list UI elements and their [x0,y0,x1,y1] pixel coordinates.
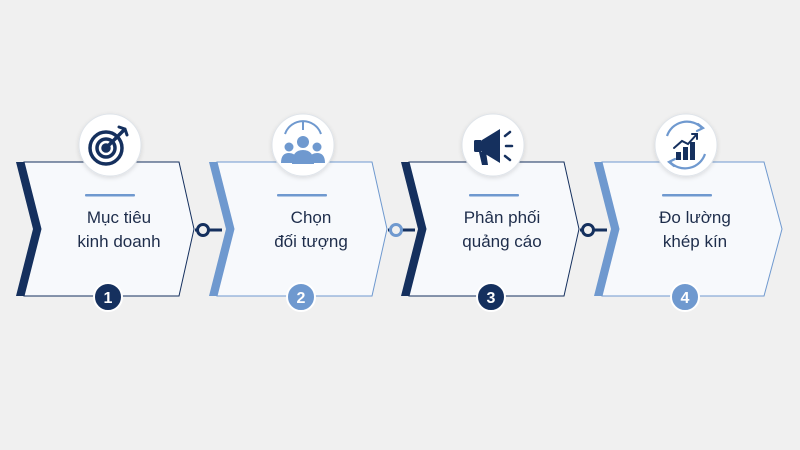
step-1-divider [85,194,135,197]
step-4-label-line-2: khép kín [662,232,728,251]
target-icon [88,125,129,166]
step-2: 2 [209,113,388,312]
step-4-number: 4 [681,290,690,307]
step-3-label: Phân phối quảng cáo [427,206,577,254]
step-1-label-line-2: kinh doanh [77,232,161,251]
connector-2-3 [388,223,415,237]
step-3: 3 [401,113,580,312]
megaphone-icon [474,129,514,165]
step-2-label-line-1: Chọn [290,208,332,227]
step-2-label-line-2: đối tượng [274,232,348,251]
step-2-number-badge: 2 [286,282,316,312]
step-3-divider [469,194,519,197]
audience-group-icon [281,120,325,164]
growth-chart-icon [665,120,707,170]
step-3-label-line-1: Phân phối [463,208,541,227]
step-2-divider [277,194,327,197]
step-3-label-line-2: quảng cáo [462,232,542,251]
step-2-number: 2 [297,290,306,307]
step-4-icon-badge [654,113,718,177]
connector-1-2 [195,223,222,237]
step-1-number-badge: 1 [93,282,123,312]
step-3-number: 3 [487,290,496,307]
step-1: 1 [16,113,195,312]
step-4-divider [662,194,712,197]
step-2-label: Chọn đối tượng [236,206,386,254]
step-4-card [601,161,783,297]
step-4-label-line-1: Đo lường [659,208,731,227]
step-4-number-badge: 4 [670,282,700,312]
step-1-number: 1 [104,290,113,307]
connector-3-4 [580,223,607,237]
step-2-card [216,161,388,297]
step-4: 4 [594,113,783,312]
step-1-card [23,161,195,297]
step-3-card [408,161,580,297]
step-1-label-line-1: Mục tiêu [86,208,152,227]
step-3-number-badge: 3 [476,282,506,312]
step-4-label: Đo lường khép kín [620,206,770,254]
step-1-label: Mục tiêu kinh doanh [44,206,194,254]
